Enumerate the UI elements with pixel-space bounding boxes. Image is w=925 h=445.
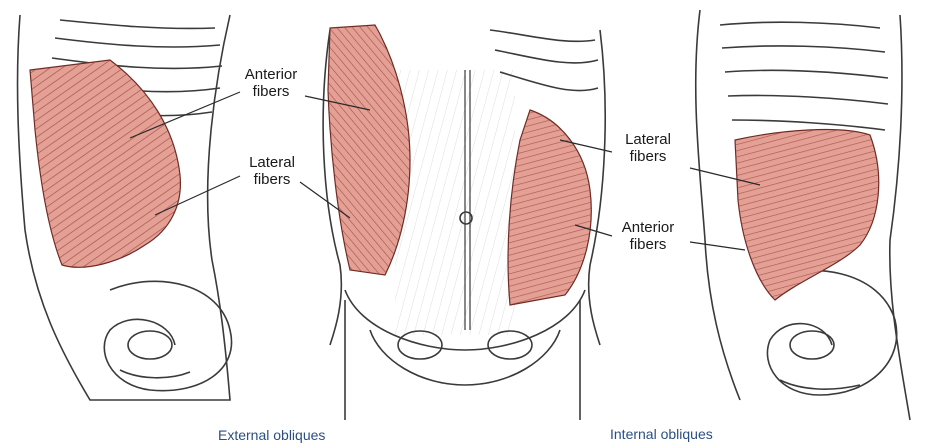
label-right-lateral-fibers: Lateral fibers bbox=[616, 131, 680, 165]
label-left-anterior-fibers: Anterior fibers bbox=[236, 66, 306, 100]
caption-internal-obliques: Internal obliques bbox=[610, 426, 713, 442]
caption-external-obliques: External obliques bbox=[218, 427, 325, 443]
leader-line-right-anterior bbox=[690, 242, 745, 250]
label-left-lateral-fibers: Lateral fibers bbox=[240, 154, 304, 188]
label-right-anterior-fibers: Anterior fibers bbox=[612, 219, 684, 253]
rectus-sheath-sketch bbox=[395, 70, 515, 335]
